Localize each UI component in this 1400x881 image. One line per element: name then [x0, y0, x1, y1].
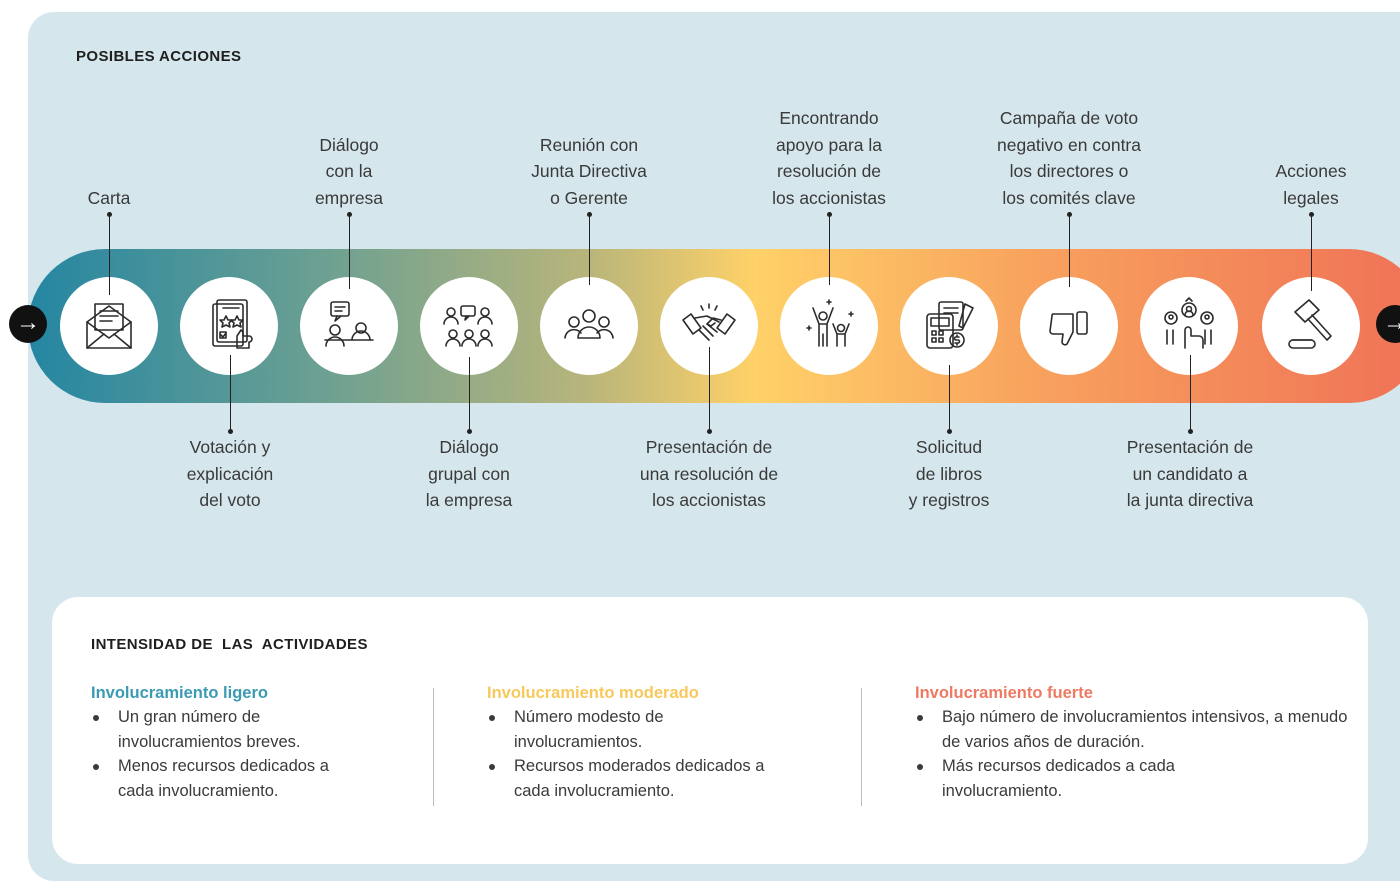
column-divider: [433, 688, 434, 806]
step-label: Carta: [87, 187, 131, 208]
step-encontrando-apoyo: [780, 277, 878, 375]
list-item: Menos recursos dedicados a cada involucr…: [91, 754, 358, 803]
step-label: Reunión con Junta Directiva o Gerente: [531, 134, 647, 208]
column-title: Involucramiento ligero: [91, 684, 268, 702]
column-title: Involucramiento moderado: [487, 684, 699, 702]
board-meeting-icon: [564, 309, 614, 339]
thumbs-down-icon: [1049, 311, 1088, 346]
step-votacion: [180, 277, 278, 375]
group-dialogue-icon: [443, 305, 493, 347]
calculator-documents-icon: [926, 301, 974, 349]
step-label: Campaña de voto negativo en contra los d…: [997, 108, 1141, 208]
celebrating-people-icon: [806, 299, 854, 347]
gavel-icon: [1288, 299, 1332, 349]
list-item: Más recursos dedicados a cada involucram…: [915, 754, 1202, 803]
step-reunion-junta: [540, 277, 638, 375]
handshake-icon: [682, 303, 736, 341]
step-label: Presentación de un candidato a la junta …: [1126, 437, 1254, 510]
arrow-right-icon: →: [1376, 305, 1400, 343]
step-label: Votación y explicación del voto: [186, 437, 274, 510]
connector-line: [947, 365, 952, 434]
connector-line: [107, 212, 112, 295]
intensity-card: [52, 597, 1368, 864]
connector-line: [1188, 355, 1193, 434]
step-label: Solicitud de libros y registros: [908, 437, 990, 510]
envelope-letter-icon: [86, 303, 132, 349]
intensity-column-light: Involucramiento ligero Un gran número de…: [91, 684, 411, 803]
list-item: Recursos moderados dedicados a cada invo…: [487, 754, 804, 803]
step-dialogo-empresa: [300, 277, 398, 375]
intensity-title: INTENSIDAD DE LAS ACTIVIDADES: [91, 636, 368, 653]
step-solicitud-libros: [900, 277, 998, 375]
connector-line: [587, 212, 592, 285]
step-label: Diálogo con la empresa: [314, 134, 384, 208]
candidate-selection-icon: [1164, 297, 1214, 349]
connector-line: [1309, 212, 1314, 291]
step-label: Diálogo grupal con la empresa: [425, 437, 513, 510]
page-title: POSIBLES ACCIONES: [76, 48, 242, 65]
connector-line: [827, 212, 832, 285]
connector-line: [707, 347, 712, 434]
list-item: Bajo número de involucramientos intensiv…: [915, 705, 1362, 754]
step-acciones-legales: [1262, 277, 1360, 375]
connector-line: [1067, 212, 1072, 287]
intensity-column-strong: Involucramiento fuerte Bajo número de in…: [915, 684, 1355, 803]
connector-line: [347, 212, 352, 289]
step-campana-voto-negativo: [1020, 277, 1118, 375]
step-label: Presentación de una resolución de los ac…: [639, 437, 779, 510]
intensity-column-moderate: Involucramiento moderado Número modesto …: [487, 684, 827, 803]
voting-ballot-icon: [212, 299, 253, 349]
list-item: Número modesto de involucramientos.: [487, 705, 734, 754]
step-presentacion-candidato: [1140, 277, 1238, 375]
column-title: Involucramiento fuerte: [915, 684, 1093, 702]
meeting-dialogue-icon: [324, 301, 374, 347]
list-item: Un gran número de involucramientos breve…: [91, 705, 338, 754]
column-divider: [861, 688, 862, 806]
connector-line: [228, 355, 233, 434]
step-label: Encontrando apoyo para la resolución de …: [772, 108, 886, 208]
connector-line: [467, 357, 472, 434]
arrow-right-icon: →: [9, 305, 47, 343]
step-label: Acciones legales: [1275, 161, 1347, 208]
